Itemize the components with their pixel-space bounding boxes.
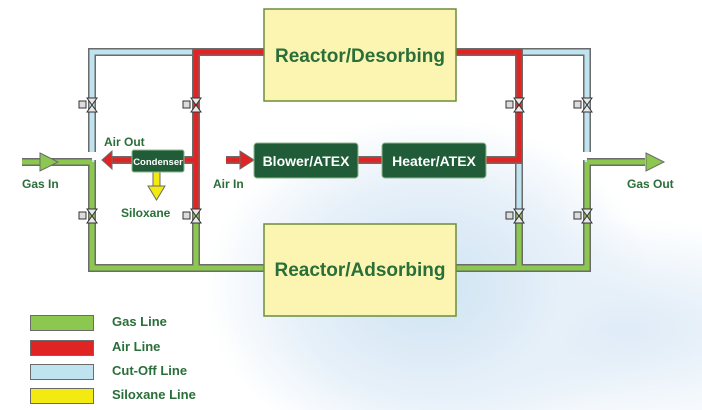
blower-label: Blower/ATEX <box>263 153 351 169</box>
legend-label-cutoff: Cut-Off Line <box>112 363 188 378</box>
valve-icon <box>505 208 525 224</box>
reactor-desorbing-box: Reactor/Desorbing <box>263 8 457 102</box>
valve-icon <box>182 208 202 224</box>
valve-icon <box>78 208 98 224</box>
heater-box: Heater/ATEX <box>381 142 487 179</box>
valve-icon <box>182 97 202 113</box>
air-in-arrow-icon <box>239 150 255 170</box>
heater-label: Heater/ATEX <box>392 153 476 169</box>
condenser-label: Condenser <box>133 157 183 168</box>
blower-box: Blower/ATEX <box>253 142 359 179</box>
legend-swatch-siloxane <box>30 388 94 404</box>
siloxane-label: Siloxane <box>121 206 171 220</box>
siloxane-arrow-icon <box>147 185 166 201</box>
legend-swatch-cutoff <box>30 364 94 380</box>
reactor-desorbing-label: Reactor/Desorbing <box>275 46 445 67</box>
legend-label-air: Air Line <box>112 339 161 354</box>
valve-icon <box>78 97 98 113</box>
siloxane-line <box>147 169 166 201</box>
legend-label-gas: Gas Line <box>112 314 167 329</box>
gas-out-label: Gas Out <box>627 177 674 191</box>
reactor-adsorbing-box: Reactor/Adsorbing <box>263 223 457 317</box>
gas-out-arrow-icon <box>645 152 666 172</box>
gas-lines <box>22 152 666 272</box>
valve-icon <box>573 97 593 113</box>
legend-swatch-air <box>30 340 94 356</box>
gas-in-label: Gas In <box>22 177 59 191</box>
air-out-arrow-icon <box>101 149 113 171</box>
reactor-adsorbing-label: Reactor/Adsorbing <box>274 260 445 281</box>
air-in-label: Air In <box>213 177 244 191</box>
legend-swatch-gas <box>30 315 94 331</box>
valves <box>78 97 593 224</box>
condenser-box: Condenser <box>131 149 185 173</box>
air-out-label: Air Out <box>104 135 145 149</box>
valve-icon <box>505 97 525 113</box>
gas-in-arrow-icon <box>39 152 60 172</box>
valve-icon <box>573 208 593 224</box>
legend-label-siloxane: Siloxane Line <box>112 387 196 402</box>
